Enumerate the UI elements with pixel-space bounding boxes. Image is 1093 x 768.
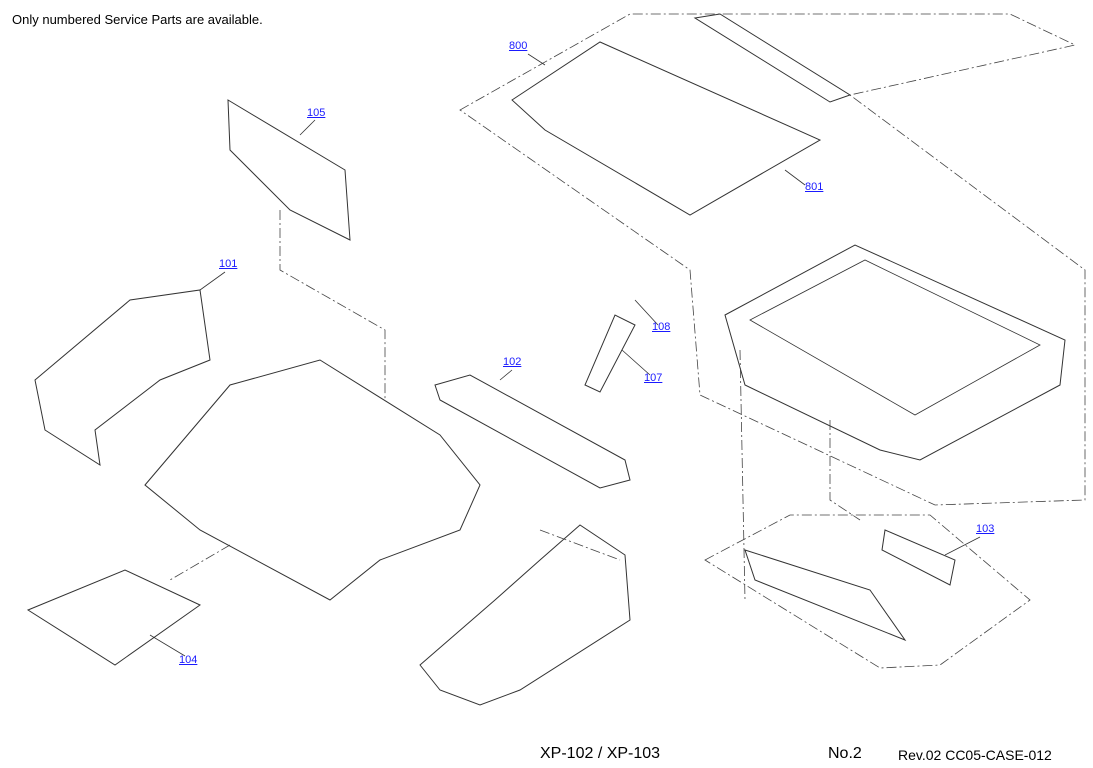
document-cover — [511, 41, 822, 216]
part-link-108[interactable]: 108 — [652, 321, 671, 333]
panel-board — [881, 529, 956, 586]
scanner-housing — [724, 244, 1066, 461]
service-parts-notice: Only numbered Service Parts are availabl… — [12, 12, 263, 27]
panel-group-boundary — [704, 514, 1031, 669]
paper-support — [227, 99, 351, 241]
part-link-801[interactable]: 801 — [805, 181, 824, 193]
part-link-107[interactable]: 107 — [644, 372, 663, 384]
scanner-group-boundary — [459, 13, 1086, 506]
part-link-104[interactable]: 104 — [179, 654, 198, 666]
part-link-103[interactable]: 103 — [976, 523, 995, 535]
front-cover-102 — [434, 374, 631, 489]
part-107 — [584, 314, 636, 393]
part-link-101[interactable]: 101 — [219, 258, 238, 270]
paper-tray — [26, 569, 201, 666]
operation-panel — [744, 549, 907, 642]
part-link-800[interactable]: 800 — [509, 40, 528, 52]
left-housing — [34, 289, 211, 467]
revision-code: Rev.02 CC05-CASE-012 — [898, 747, 1052, 763]
page-number: No.2 — [828, 745, 862, 762]
cover-hinge-strip — [693, 13, 852, 103]
part-link-105[interactable]: 105 — [307, 107, 326, 119]
part-link-102[interactable]: 102 — [503, 356, 522, 368]
right-housing — [419, 524, 631, 706]
scanner-glass — [749, 259, 1041, 416]
printer-mechanism — [144, 359, 481, 601]
model-name: XP-102 / XP-103 — [540, 745, 661, 762]
